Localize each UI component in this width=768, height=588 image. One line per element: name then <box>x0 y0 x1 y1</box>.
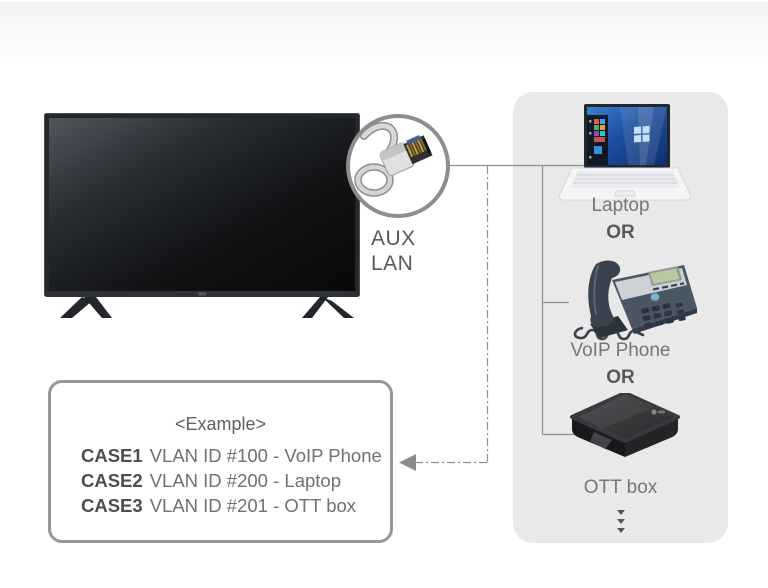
ott-box-icon <box>570 393 680 457</box>
example-case-3: CASE3 VLAN ID #201 - OTT box <box>81 493 390 518</box>
case-2-label: CASE2 <box>81 470 143 491</box>
aux-label-line1: AUX <box>371 227 416 250</box>
ethernet-connector-icon <box>354 122 433 197</box>
aux-lan-port-callout <box>346 114 450 218</box>
case-1-desc: VLAN ID #100 - VoIP Phone <box>149 445 382 466</box>
arrow-left-icon <box>399 454 416 471</box>
device-label-ott-box: OTT box <box>583 477 658 498</box>
example-case-2: CASE2 VLAN ID #200 - Laptop <box>81 468 390 493</box>
aux-label-line2: LAN <box>371 252 414 275</box>
case-2-desc: VLAN ID #200 - Laptop <box>149 470 341 491</box>
tv-icon <box>44 113 360 318</box>
case-1-label: CASE1 <box>81 445 143 466</box>
voip-phone-icon <box>573 260 697 341</box>
device-label-laptop: Laptop <box>591 195 650 216</box>
top-gradient-band <box>0 2 768 66</box>
device-label-voip-phone: VoIP Phone <box>570 340 671 361</box>
or-label-1: OR <box>606 222 635 243</box>
laptop-icon <box>558 104 692 201</box>
case-3-desc: VLAN ID #201 - OTT box <box>149 495 357 516</box>
example-case-1: CASE1 VLAN ID #100 - VoIP Phone <box>81 443 390 468</box>
aux-lan-label: AUX LAN <box>371 226 461 276</box>
vlan-example-box: <Example> CASE1 VLAN ID #100 - VoIP Phone… <box>48 380 393 543</box>
or-label-2: OR <box>606 367 635 388</box>
more-devices-ellipsis-icon <box>513 506 728 533</box>
case-3-label: CASE3 <box>81 495 143 516</box>
example-title: <Example> <box>174 414 267 434</box>
